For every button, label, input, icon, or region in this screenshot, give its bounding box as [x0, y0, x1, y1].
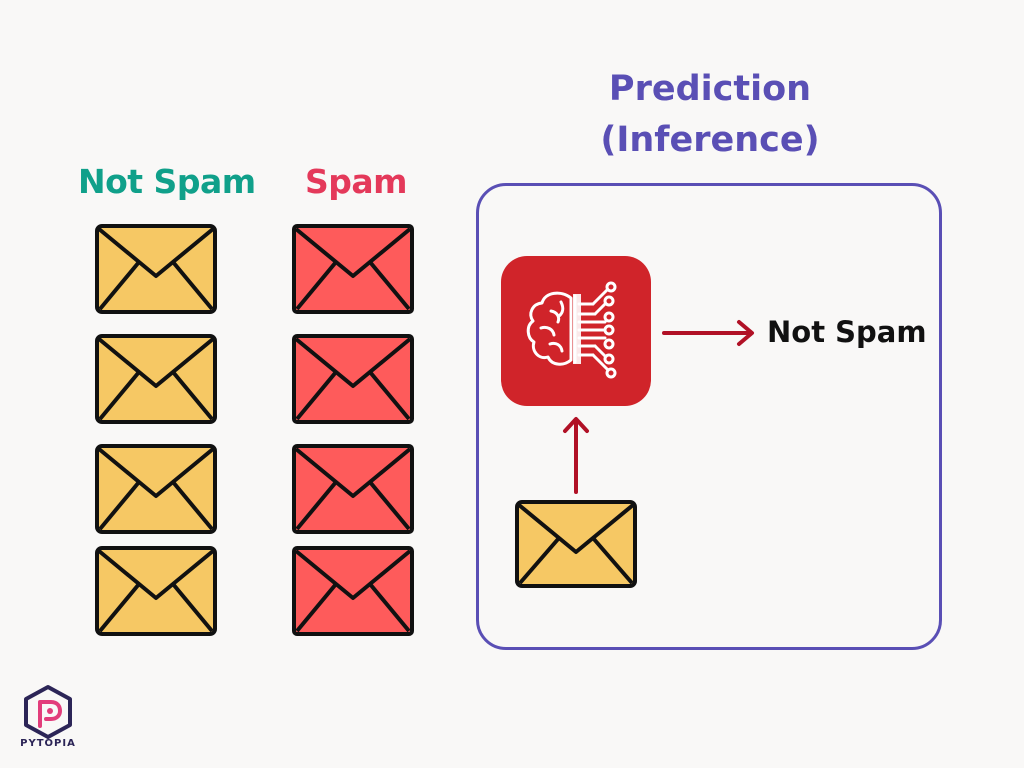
- prediction-title: Prediction (Inference): [560, 64, 860, 166]
- ai-brain-icon: [501, 256, 651, 406]
- input-arrow-icon: [563, 417, 589, 494]
- output-arrow-icon: [662, 320, 754, 346]
- spam-envelope-icon: [292, 334, 414, 424]
- not-spam-envelope-icon: [95, 224, 217, 314]
- prediction-panel: [476, 183, 942, 650]
- prediction-title-line1: Prediction: [608, 69, 812, 109]
- pytopia-logo-icon: [20, 684, 76, 752]
- logo-text: PYTOPIA: [20, 738, 76, 749]
- not-spam-envelope-icon: [95, 546, 217, 636]
- not-spam-column-label: Not Spam: [78, 162, 256, 201]
- spam-envelope-icon: [292, 224, 414, 314]
- spam-envelope-icon: [292, 444, 414, 534]
- spam-column-label: Spam: [305, 162, 408, 201]
- input-envelope-icon: [515, 500, 637, 590]
- prediction-result: Not Spam: [767, 315, 927, 349]
- prediction-title-line2: (Inference): [600, 120, 820, 160]
- not-spam-envelope-icon: [95, 444, 217, 534]
- not-spam-envelope-icon: [95, 334, 217, 424]
- spam-envelope-icon: [292, 546, 414, 636]
